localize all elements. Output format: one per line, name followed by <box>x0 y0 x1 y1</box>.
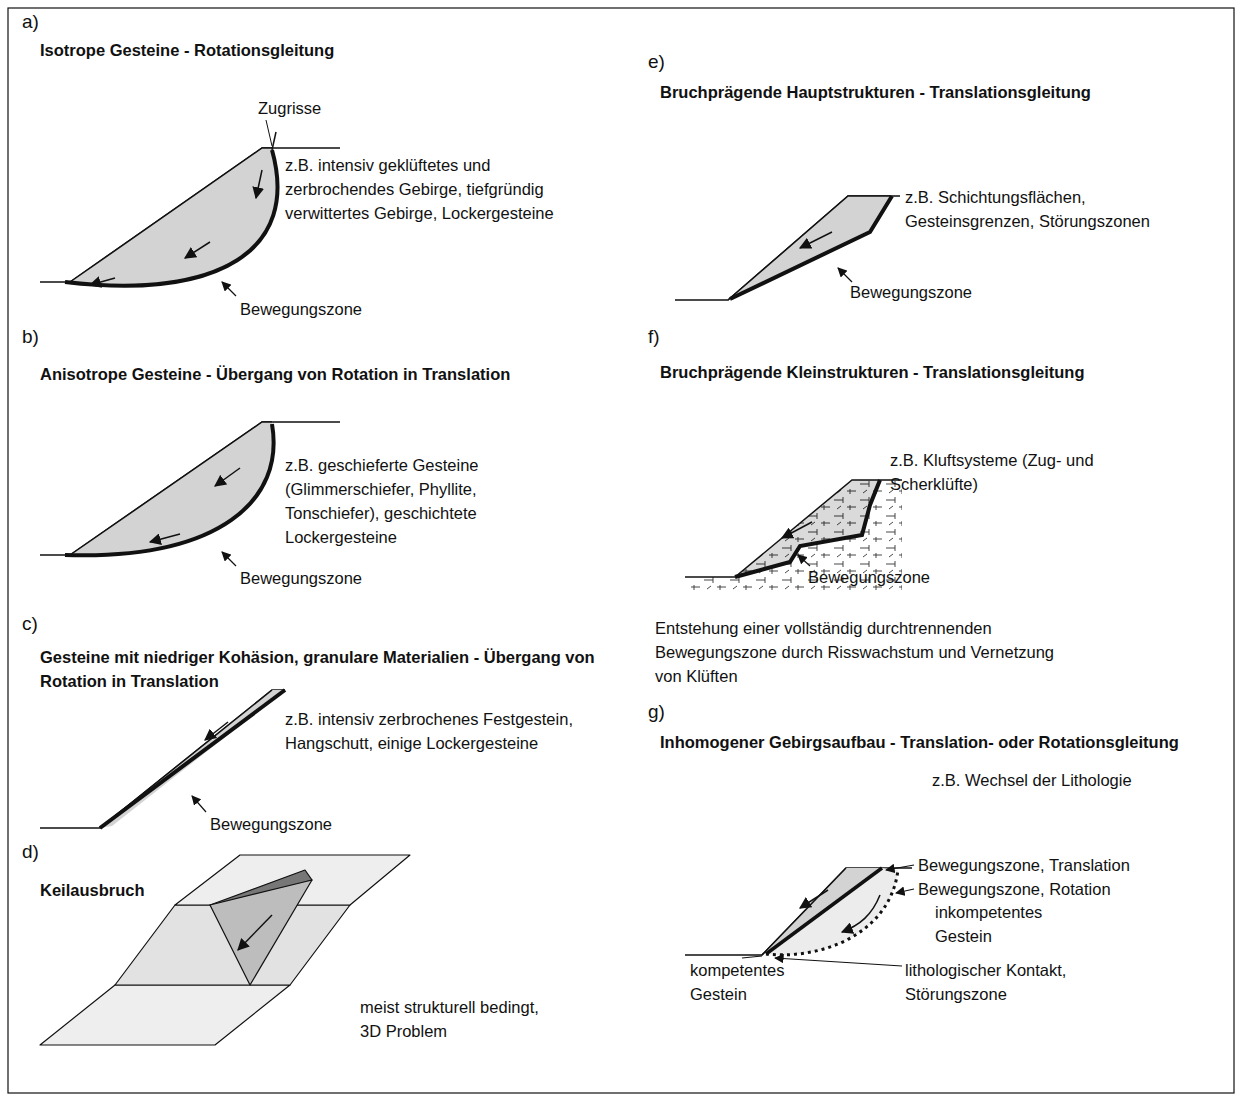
panel-f-part <box>798 555 810 566</box>
panel-b-part <box>65 422 274 555</box>
panel-g-part <box>762 868 846 955</box>
panel-c-part <box>40 690 285 828</box>
panel-a-part <box>222 282 236 296</box>
annotation: inkompetentes Gestein <box>935 900 1065 948</box>
panel-a-part <box>70 148 272 282</box>
panel-b-part <box>65 424 274 555</box>
panel-a-part <box>256 170 262 198</box>
panel-g-part <box>842 895 880 932</box>
annotation: Entstehung einer vollständig durchtrenne… <box>655 616 1085 688</box>
panel-letter: b) <box>22 325 39 349</box>
panel-g-part <box>896 889 914 893</box>
panel-c-part <box>100 690 285 828</box>
panel-d-part <box>40 985 290 1045</box>
annotation: Bewegungszone <box>240 297 362 321</box>
annotation: z.B. intensiv zerbrochenes Festgestein, … <box>285 707 575 755</box>
panel-letter: e) <box>648 50 665 74</box>
panel-f-part <box>735 480 880 577</box>
annotation: kompetentes Gestein <box>690 958 800 1006</box>
panel-b-part <box>215 468 240 486</box>
annotation: meist strukturell bedingt, 3D Problem <box>360 995 560 1043</box>
panel-e-part <box>838 268 852 282</box>
panel-f-part <box>735 480 880 577</box>
panel-letter: a) <box>22 10 39 34</box>
annotation: Bewegungszone <box>808 565 930 589</box>
panel-c-part <box>100 690 285 828</box>
panel-title: Isotrope Gesteine - Rotationsgleitung <box>40 38 640 62</box>
panel-e-part <box>800 232 832 248</box>
panel-f-part <box>735 480 880 577</box>
panel-d-part <box>238 915 272 950</box>
annotation: Bewegungszone <box>850 280 972 304</box>
panel-g-part <box>742 956 762 958</box>
panel-a-part <box>266 120 272 146</box>
panel-f-part <box>782 522 812 538</box>
annotation: z.B. intensiv geklüftetes und zerbrochen… <box>285 153 585 225</box>
panel-title: Keilausbruch <box>40 878 145 902</box>
panel-d-part <box>210 880 312 985</box>
annotation: Bewegungszone <box>210 812 332 836</box>
annotation: Bewegungszone, Rotation <box>918 877 1111 901</box>
panel-a-part <box>65 150 278 286</box>
annotation: Bewegungszone <box>240 566 362 590</box>
panel-d <box>40 855 410 1045</box>
panel-letter: g) <box>648 700 665 724</box>
panel-letter: f) <box>648 325 660 349</box>
panel-a-part <box>185 242 210 258</box>
frame <box>8 8 1234 1093</box>
panel-title: Bruchprägende Hauptstrukturen - Translat… <box>660 80 1235 104</box>
panel-a-part <box>65 148 278 286</box>
panel-g-part <box>685 868 912 955</box>
panel-title: Inhomogener Gebirgsaufbau - Translation-… <box>660 730 1180 754</box>
panel-c-part <box>192 796 206 812</box>
annotation: z.B. Schichtungsflächen, Gesteinsgrenzen… <box>905 185 1155 233</box>
annotation: lithologischer Kontakt, Störungszone <box>905 958 1115 1006</box>
panel-title: Gesteine mit niedriger Kohäsion, granula… <box>40 645 640 693</box>
panel-g-part <box>766 870 898 955</box>
panel-title: Anisotrope Gesteine - Übergang von Rotat… <box>40 362 650 386</box>
annotation: Bewegungszone, Translation <box>918 853 1130 877</box>
panel-title: Bruchprägende Kleinstrukturen - Translat… <box>660 360 1235 384</box>
panel-a-part <box>90 278 115 285</box>
panel-b-part <box>222 552 236 566</box>
panel-g-part <box>800 890 828 908</box>
annotation: z.B. Kluftsysteme (Zug- und Scherklüfte) <box>890 448 1140 496</box>
annotation: z.B. geschieferte Gesteine (Glimmerschie… <box>285 453 565 549</box>
panel-b-part <box>70 422 272 555</box>
panel-g <box>685 865 914 966</box>
panel-f-part <box>685 480 902 577</box>
panel-g-part <box>766 868 898 955</box>
panel-g-part <box>886 865 914 870</box>
panel-c <box>40 690 285 828</box>
annotation: z.B. Wechsel der Lithologie <box>932 768 1132 792</box>
panel-g-part <box>775 958 902 966</box>
panel-letter: d) <box>22 840 39 864</box>
panel-b-part <box>150 534 180 542</box>
panel-a-part <box>272 132 276 150</box>
annotation: Zugrisse <box>258 96 321 120</box>
panel-c-part <box>205 722 228 740</box>
panel-g-part <box>766 868 882 954</box>
panel-letter: c) <box>22 612 38 636</box>
